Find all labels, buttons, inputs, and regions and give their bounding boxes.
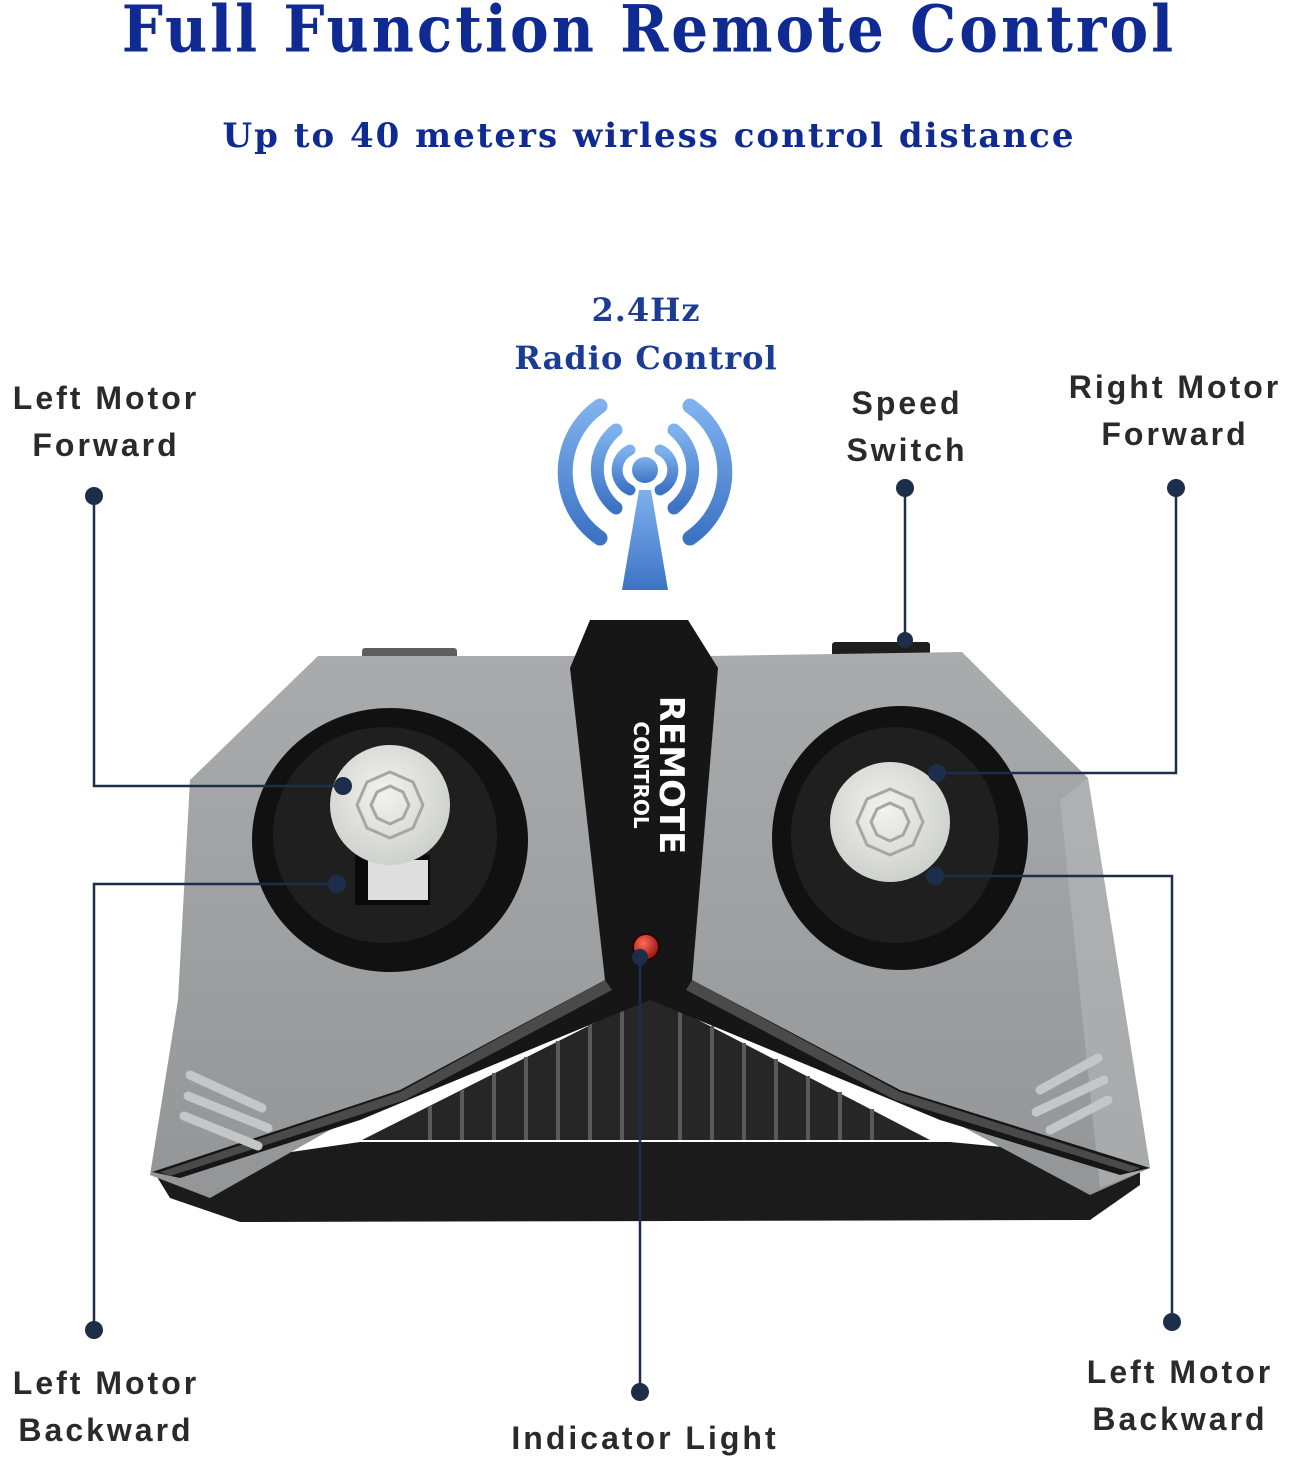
label-speed-switch-line1: Speed — [851, 385, 963, 421]
callout-dots — [85, 479, 1185, 1401]
radio-frequency-text: 2.4Hz — [591, 291, 701, 329]
label-left-backward-line1: Left Motor — [12, 1365, 200, 1401]
label-left-backward-line2: Backward — [18, 1412, 194, 1448]
label-speed-switch-line2: Switch — [846, 432, 968, 468]
label-right-motor-backward: Left Motor Backward — [1062, 1349, 1298, 1443]
right-joystick[interactable] — [830, 762, 950, 882]
label-speed-switch: Speed Switch — [822, 380, 992, 474]
radio-control-label: 2.4Hz Radio Control — [450, 286, 842, 382]
radio-control-text: Radio Control — [514, 339, 778, 377]
label-right-motor-forward: Right Motor Forward — [1052, 364, 1298, 458]
logo-text-control: CONTROL — [629, 721, 653, 828]
label-right-forward-line1: Right Motor — [1068, 369, 1282, 405]
label-right-forward-line2: Forward — [1101, 416, 1249, 452]
label-indicator-line1: Indicator Light — [511, 1420, 779, 1456]
callout-lines — [92, 488, 1178, 1392]
callout-left-forward — [92, 496, 343, 788]
remote-controller: REMOTE CONTROL — [150, 620, 1150, 1222]
label-left-forward-line2: Forward — [32, 427, 180, 463]
radio-signal-icon — [557, 398, 733, 590]
vent-grille — [428, 1009, 874, 1140]
left-joystick[interactable] — [330, 745, 450, 865]
left-vent-lines — [179, 1070, 273, 1151]
callout-right-backward — [935, 874, 1174, 1322]
label-right-backward-line1: Left Motor — [1086, 1354, 1274, 1390]
label-right-backward-line2: Backward — [1092, 1401, 1268, 1437]
page-title: Full Function Remote Control — [121, 0, 1177, 68]
remote-control-logo: REMOTE CONTROL — [629, 696, 691, 855]
callout-right-forward — [937, 488, 1178, 775]
label-left-motor-backward: Left Motor Backward — [0, 1360, 212, 1454]
logo-text-remote: REMOTE — [651, 696, 691, 855]
page-subtitle: Up to 40 meters wirless control distance — [222, 116, 1076, 156]
callout-left-backward — [92, 882, 337, 1330]
label-left-motor-forward: Left Motor Forward — [0, 375, 212, 469]
right-vent-lines — [1031, 1053, 1113, 1135]
label-indicator-light: Indicator Light — [470, 1415, 820, 1462]
label-left-forward-line1: Left Motor — [12, 380, 200, 416]
